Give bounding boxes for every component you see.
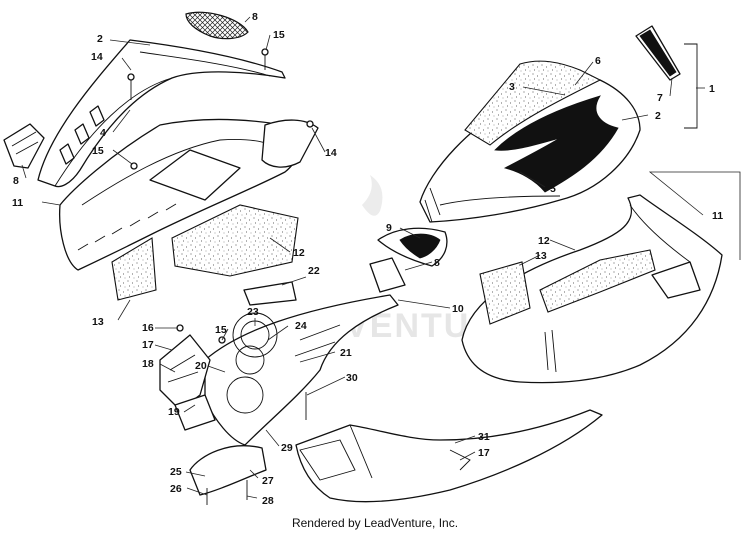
callout-29: 29 — [281, 442, 293, 454]
chassis-assembly — [159, 281, 603, 505]
vent-screen — [185, 11, 249, 40]
callout-9: 9 — [386, 222, 392, 234]
side-vent-left — [3, 123, 45, 169]
callout-18: 18 — [142, 358, 154, 370]
belly-pan-right — [295, 409, 603, 503]
callout-24: 24 — [295, 320, 307, 332]
callout-2: 2 — [97, 33, 103, 45]
side-panel-assembly-right — [369, 25, 723, 384]
callout-14: 14 — [325, 147, 337, 159]
callout-8: 8 — [252, 11, 258, 23]
callout-5: 5 — [550, 183, 556, 195]
callout-12: 12 — [293, 247, 305, 259]
callout-16: 16 — [142, 322, 154, 334]
foam-pad-12-right — [539, 249, 656, 313]
leader-lines — [21, 16, 741, 499]
callout-8: 8 — [13, 175, 19, 187]
callout-25: 25 — [170, 466, 182, 478]
side-panel-foam — [464, 60, 602, 146]
chassis-plate — [204, 294, 399, 446]
hood-assembly-left — [3, 11, 319, 301]
side-panel-decal — [494, 95, 619, 193]
callout-17: 17 — [142, 339, 154, 351]
callout-31: 31 — [478, 431, 490, 443]
callout-11: 11 — [12, 197, 23, 209]
callout-1: 1 — [709, 83, 715, 95]
callout-15: 15 — [273, 29, 285, 41]
callout-22: 22 — [308, 265, 320, 277]
callout-14: 14 — [91, 51, 103, 63]
callout-19: 19 — [168, 406, 180, 418]
callout-8: 8 — [434, 257, 440, 269]
callout-15: 15 — [215, 324, 227, 336]
callout-28: 28 — [262, 495, 274, 507]
callout-7: 7 — [657, 92, 663, 104]
callout-20: 20 — [195, 360, 207, 372]
foam-pad-13-left — [111, 237, 157, 301]
render-credit: Rendered by LeadVenture, Inc. — [291, 516, 459, 530]
callout-15: 15 — [92, 145, 104, 157]
callout-21: 21 — [340, 347, 352, 359]
hood-pan — [59, 118, 303, 271]
callout-12: 12 — [538, 235, 550, 247]
foam-pad-13-right — [479, 261, 531, 325]
bracket-left — [159, 334, 211, 411]
callout-30: 30 — [346, 372, 358, 384]
callout-26: 26 — [170, 483, 182, 495]
callout-23: 23 — [247, 306, 259, 318]
callout-13: 13 — [535, 250, 547, 262]
callout-27: 27 — [262, 475, 274, 487]
callout-6: 6 — [595, 55, 601, 67]
callout-13: 13 — [92, 316, 104, 328]
foam-pad-12-left — [171, 204, 299, 277]
skid-plate — [189, 445, 267, 496]
hood-nose-part — [37, 39, 286, 188]
callout-2: 2 — [655, 110, 661, 122]
callout-17: 17 — [478, 447, 490, 459]
callout-4: 4 — [100, 127, 106, 139]
callout-11: 11 — [712, 210, 723, 222]
callout-3: 3 — [509, 81, 515, 93]
callout-labels: 1 2 2 3 4 5 6 7 8 8 8 9 10 11 11 12 12 1… — [12, 11, 723, 507]
callout-10: 10 — [452, 303, 464, 315]
